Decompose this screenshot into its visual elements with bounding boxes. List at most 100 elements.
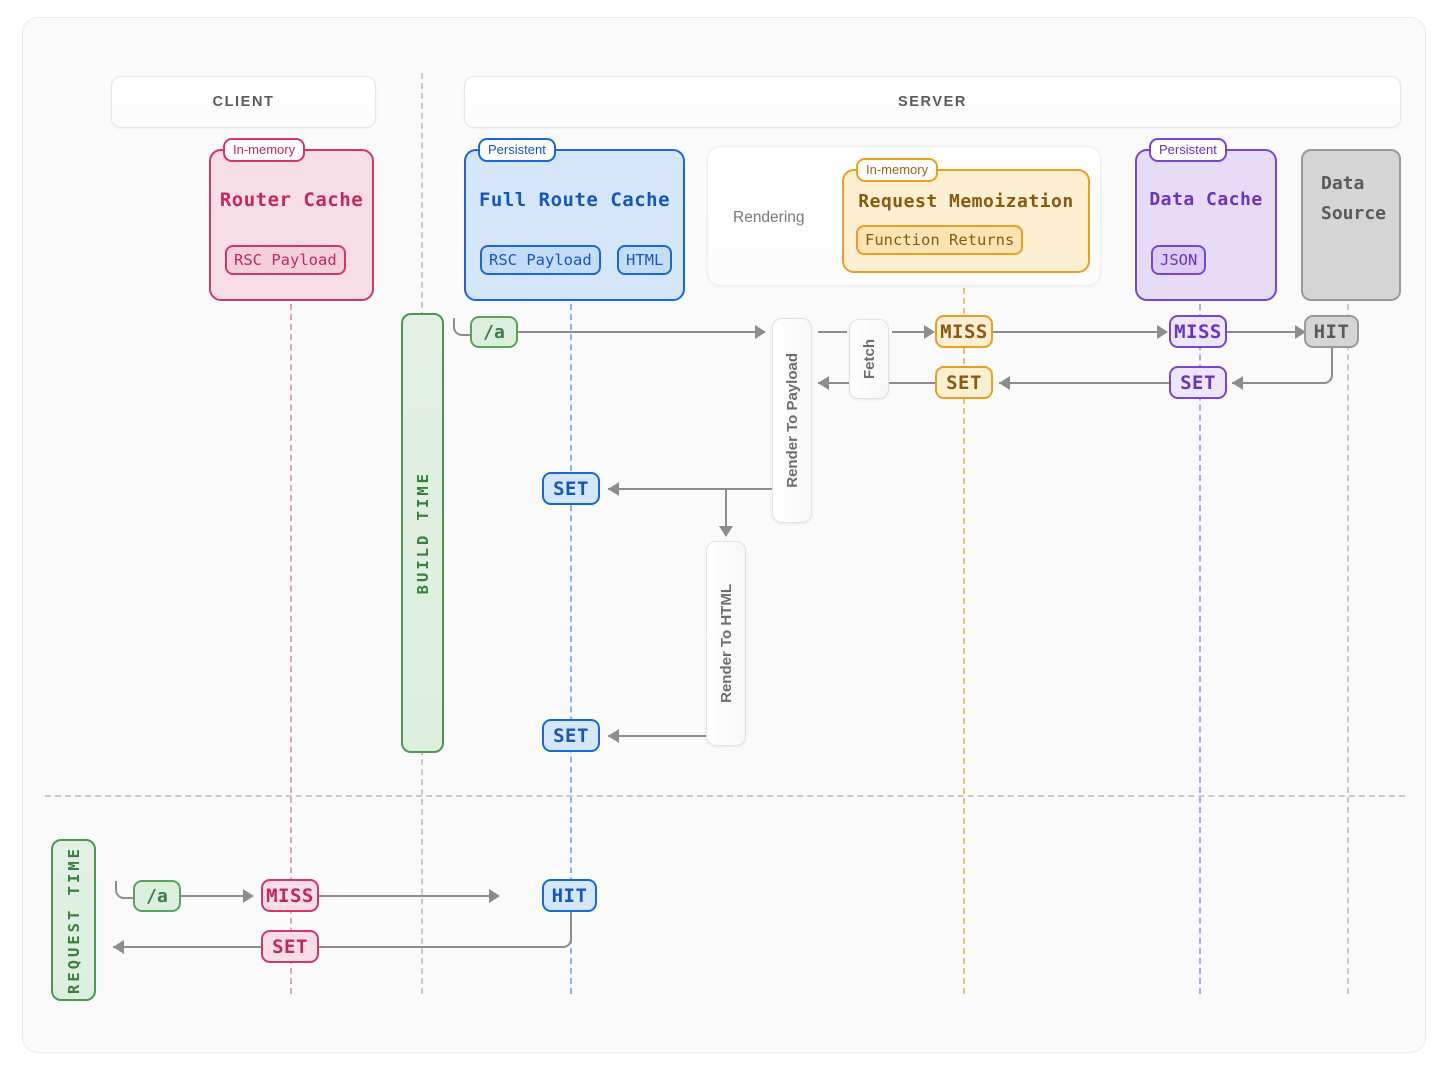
cache-chip-rsc-payload: RSC Payload <box>225 245 346 275</box>
cache-tag-text: In-memory <box>866 162 929 177</box>
route-badge-label: /a <box>483 321 505 343</box>
time-bar-build-time: BUILD TIME <box>401 313 444 753</box>
badge-datasource-hit[interactable]: HIT <box>1304 315 1359 348</box>
arrow-line-memo-set-to-fetch <box>889 382 935 384</box>
arrow-line-dc-miss-to-source-hit <box>1227 331 1295 333</box>
badge-label: HIT <box>551 884 588 907</box>
arrow-line-fetch-to-render-return <box>818 382 849 384</box>
arrow-line-router-miss-to-hit <box>319 895 489 897</box>
cache-tag-data-cache: Persistent <box>1149 138 1227 162</box>
badge-label: SET <box>946 371 982 394</box>
cache-box-request-memoization[interactable]: In-memory Request Memoization Function R… <box>842 158 1090 273</box>
arrow-head-dc-set-to-memo-set <box>999 376 1010 390</box>
lifeline-data-cache <box>1199 294 1201 994</box>
badge-fullroute-hit[interactable]: HIT <box>542 879 597 912</box>
process-bar-fetch: Fetch <box>849 319 889 399</box>
arrow-line-route-to-router-miss <box>181 895 243 897</box>
cache-chip-rsc-payload: RSC Payload <box>480 245 601 275</box>
cache-title-router-cache: Router Cache <box>219 189 364 211</box>
cache-tag-text: In-memory <box>233 142 296 157</box>
cache-box-data-cache[interactable]: Persistent Data Cache JSON <box>1135 138 1277 301</box>
lane-label-server: SERVER <box>898 94 967 110</box>
arrow-head-to-render-html <box>719 526 733 537</box>
data-source-line2: Source <box>1321 203 1387 224</box>
cache-chip-function-returns: Function Returns <box>856 225 1024 255</box>
badge-label: SET <box>553 724 589 747</box>
cache-title-request-memoization: Request Memoization <box>858 191 1074 212</box>
process-bar-render-to-html: Render To HTML <box>706 541 746 746</box>
arrow-head-dc-miss-to-source-hit <box>1295 325 1306 339</box>
return-elbow-full-route <box>552 912 572 948</box>
arrow-line-memo-miss-to-dc-miss <box>993 331 1157 333</box>
lane-header-client: CLIENT <box>111 76 376 128</box>
time-bar-request-time: REQUEST TIME <box>51 839 96 1001</box>
badge-datacache-miss[interactable]: MISS <box>1169 315 1227 348</box>
arrow-line-render-to-fetch <box>818 331 847 333</box>
arrow-line-hit-to-router-set <box>113 946 552 948</box>
badge-label: MISS <box>266 884 314 907</box>
cache-title-data-cache: Data Cache <box>1149 189 1263 210</box>
lane-header-server: SERVER <box>464 76 1401 128</box>
cache-box-full-route-cache[interactable]: Persistent Full Route Cache RSC Payload … <box>464 138 685 301</box>
arrow-head-render-payload-to-set <box>608 482 619 496</box>
cache-title-full-route-cache: Full Route Cache <box>478 189 671 211</box>
lifeline-request-memoization <box>963 278 965 994</box>
badge-label: SET <box>553 477 589 500</box>
badge-router-miss[interactable]: MISS <box>261 879 319 912</box>
arrow-line-dc-set-to-memo-set <box>999 382 1169 384</box>
cache-tag-router-cache: In-memory <box>223 138 306 162</box>
route-badge-label: /a <box>146 885 168 907</box>
rendering-container: Rendering In-memory Request Memoization … <box>707 146 1101 286</box>
arrow-head-memo-miss-to-dc-miss <box>1157 325 1168 339</box>
process-bar-label: Render To Payload <box>783 353 801 488</box>
data-source-line1: Data <box>1321 173 1365 194</box>
badge-label: MISS <box>940 320 988 343</box>
branch-line-to-render-html <box>725 488 727 526</box>
cache-tag-full-route-cache: Persistent <box>478 138 556 162</box>
route-entry-elbow-build <box>453 318 472 336</box>
badge-memo-set[interactable]: SET <box>935 366 993 399</box>
arrow-line-render-payload-to-set <box>608 488 772 490</box>
node-data-source[interactable]: Data Source <box>1301 149 1401 301</box>
lane-label-client: CLIENT <box>212 94 275 110</box>
arrow-line-route-to-render <box>518 331 755 333</box>
cache-tag-text: Persistent <box>488 142 546 157</box>
badge-memo-miss[interactable]: MISS <box>935 315 993 348</box>
arrow-head-hit-to-client <box>113 940 124 954</box>
arrow-head-fetch-to-render-return <box>818 376 829 390</box>
badge-fullroute-set-payload[interactable]: SET <box>542 472 600 505</box>
phase-divider <box>45 795 1405 797</box>
cache-tag-request-memoization: In-memory <box>856 158 939 182</box>
arrow-head-render-html-to-set <box>608 729 619 743</box>
lifeline-full-route-cache <box>570 294 572 994</box>
badge-label: SET <box>1180 371 1216 394</box>
badge-router-set[interactable]: SET <box>261 930 319 963</box>
arrow-line-source-to-dc-set <box>1232 382 1313 384</box>
badge-datacache-set[interactable]: SET <box>1169 366 1227 399</box>
badge-fullroute-set-html[interactable]: SET <box>542 719 600 752</box>
route-badge-request[interactable]: /a <box>133 880 181 912</box>
cache-tag-text: Persistent <box>1159 142 1217 157</box>
cache-chip-json: JSON <box>1151 245 1207 275</box>
cache-chip-html: HTML <box>617 245 673 275</box>
process-bar-render-to-payload: Render To Payload <box>772 318 812 523</box>
arrow-head-router-miss-to-hit <box>489 889 500 903</box>
time-bar-label: BUILD TIME <box>413 471 432 595</box>
arrow-head-fetch-to-memo-miss <box>924 325 935 339</box>
time-bar-label: REQUEST TIME <box>64 846 83 994</box>
route-entry-elbow-request <box>115 881 135 899</box>
return-elbow-data-source <box>1313 348 1333 384</box>
badge-label: SET <box>272 935 308 958</box>
arrow-line-render-html-to-set <box>608 735 706 737</box>
process-bar-label: Render To HTML <box>717 584 735 703</box>
arrow-head-route-to-render <box>755 325 766 339</box>
rendering-label: Rendering <box>733 209 805 226</box>
cache-box-router-cache[interactable]: In-memory Router Cache RSC Payload <box>209 138 374 301</box>
lifeline-data-source <box>1347 294 1349 994</box>
arrow-head-source-to-dc-set <box>1232 376 1243 390</box>
badge-label: MISS <box>1174 320 1222 343</box>
arrow-line-fetch-to-memo-miss <box>892 331 924 333</box>
arrow-head-route-to-router-miss <box>243 889 254 903</box>
route-badge-build[interactable]: /a <box>470 316 518 348</box>
